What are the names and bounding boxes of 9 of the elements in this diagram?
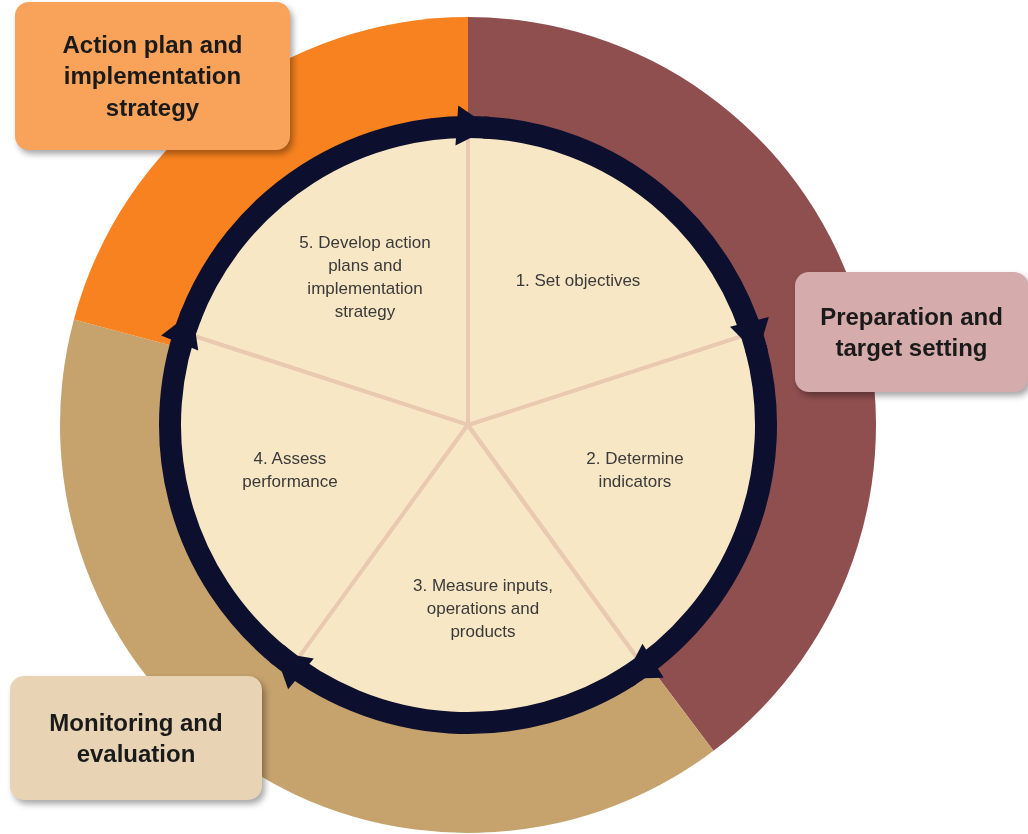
cycle-arrow (179, 107, 491, 323)
step-label: 5. Develop action plans and implementation strategy (298, 232, 432, 323)
step-label: 3. Measure inputs, operations and products (412, 575, 554, 643)
step-label: 4. Assess performance (241, 448, 339, 493)
phase-box: Monitoring and evaluation (10, 676, 262, 800)
step-label: 2. Determine indicators (585, 448, 685, 493)
phase-box: Preparation and target setting (795, 272, 1028, 392)
phase-box: Action plan and implementation strategy (15, 2, 290, 150)
step-label: 1. Set objectives (514, 270, 642, 292)
